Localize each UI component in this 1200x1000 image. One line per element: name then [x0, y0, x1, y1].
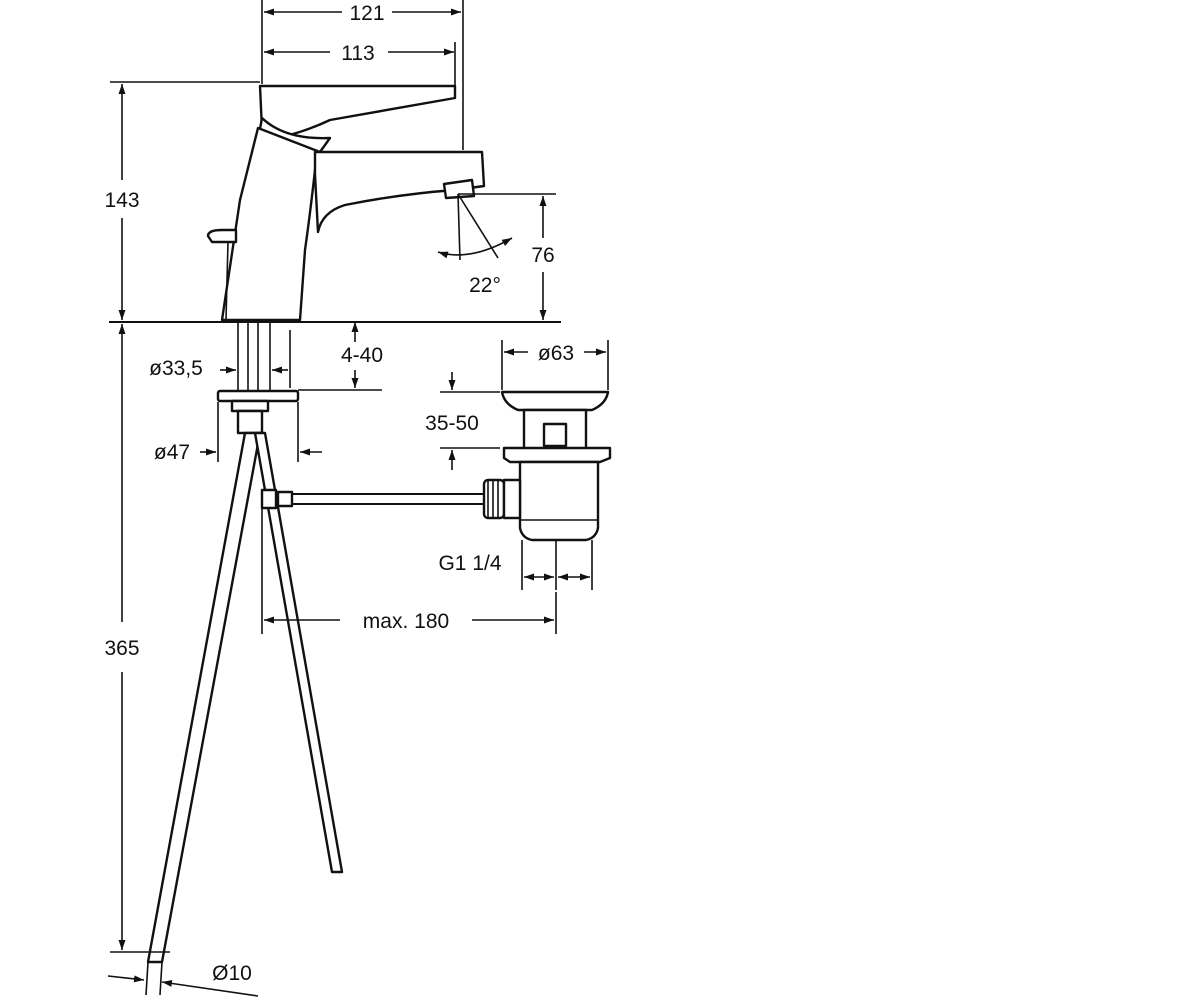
hose-right: [253, 431, 344, 874]
hose-left: [146, 431, 262, 964]
dim-hose-diameter: Ø10: [212, 962, 252, 985]
cartridge-housing: [256, 116, 332, 154]
waste-top-flange: [500, 390, 610, 412]
connection-hoses: [146, 431, 344, 964]
mixer-body: [206, 84, 486, 322]
fixing-flange: [216, 389, 300, 403]
dim-spray-angle: 22°: [469, 274, 501, 297]
dim-waste-top-diameter: ø63: [538, 342, 574, 365]
dim-waste-range: 35-50: [425, 412, 479, 435]
waste-valve: [500, 390, 612, 542]
dim-deck-thickness: 4-40: [341, 344, 383, 367]
dim-height-above-deck: 143: [104, 189, 139, 212]
dim-shank-diameter: ø33,5: [149, 357, 203, 380]
waste-lower-flange: [502, 446, 612, 464]
pop-up-knob: [206, 228, 238, 244]
dim-waste-thread: G1 1/4: [438, 552, 501, 575]
rod-nut: [482, 478, 506, 520]
body-column: [220, 126, 322, 322]
dim-hose-length: 365: [104, 637, 139, 660]
dim-overall-width: 121: [349, 2, 384, 25]
dim-flange-diameter: ø47: [154, 441, 190, 464]
pop-up-rod: [260, 478, 506, 520]
dim-spout-height: 76: [531, 244, 554, 267]
lever-handle: [258, 84, 457, 140]
dim-rod-max-length: max. 180: [363, 610, 449, 633]
shank-assembly: [216, 322, 300, 435]
dim-spout-reach: 113: [341, 42, 374, 65]
